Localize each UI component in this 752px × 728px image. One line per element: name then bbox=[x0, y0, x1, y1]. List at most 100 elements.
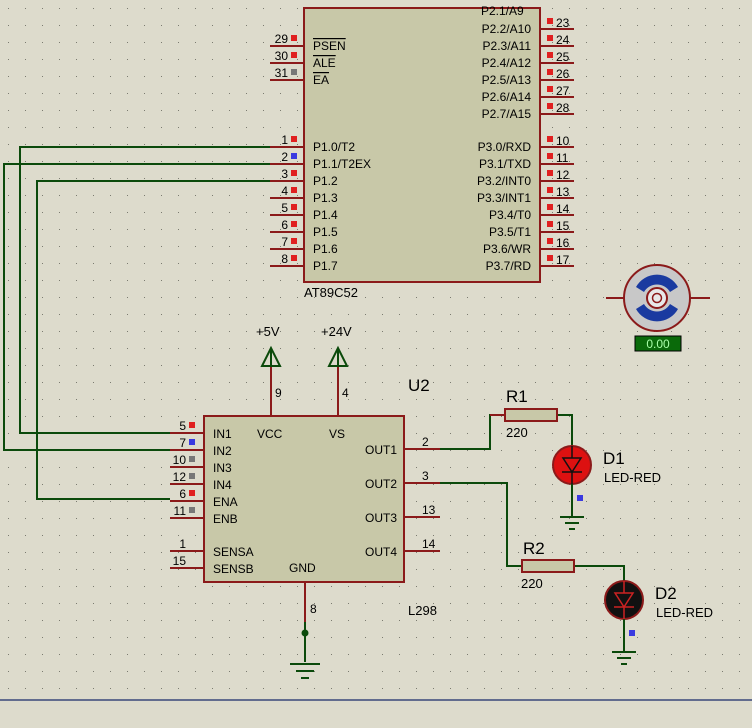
pin-number: 11 bbox=[174, 504, 187, 518]
power-terminal-24v[interactable]: +24V bbox=[321, 324, 352, 367]
pin-label: P1.2 bbox=[313, 174, 338, 188]
wire-out2-r2[interactable] bbox=[440, 482, 522, 567]
dc-motor[interactable]: 0.00 bbox=[606, 264, 710, 352]
pin-state-marker bbox=[547, 187, 553, 193]
pin-gnd-number: 8 bbox=[310, 602, 317, 616]
pin-label: IN3 bbox=[213, 461, 232, 475]
resistor-body bbox=[521, 559, 575, 573]
pin-state-marker bbox=[189, 507, 195, 513]
pin-number: 6 bbox=[281, 218, 288, 232]
led-ref-label: D2 bbox=[655, 584, 677, 603]
led-type-label: LED-RED bbox=[604, 470, 661, 485]
pin-state-marker bbox=[189, 456, 195, 462]
resistor-r2[interactable]: R2 220 bbox=[521, 539, 575, 591]
wire-p10-in1[interactable] bbox=[19, 146, 270, 434]
led-d2[interactable]: D2 LED-RED bbox=[604, 580, 713, 665]
power-5v-label: +5V bbox=[256, 324, 280, 339]
pin-state-marker bbox=[547, 221, 553, 227]
pin-label: PSEN bbox=[313, 39, 346, 53]
ground-icon bbox=[560, 516, 584, 530]
pin-number: 15 bbox=[556, 219, 570, 233]
pin-number: 14 bbox=[422, 537, 436, 551]
pin-number: 10 bbox=[556, 134, 570, 148]
pin-state-marker bbox=[291, 52, 297, 58]
pin-label: P2.2/A10 bbox=[482, 22, 532, 36]
pin-number: 4 bbox=[281, 184, 288, 198]
pin-label: P1.6 bbox=[313, 242, 338, 256]
pin-label: OUT1 bbox=[365, 443, 397, 457]
wire-r1-d1[interactable] bbox=[557, 414, 573, 447]
resistor-body bbox=[504, 408, 558, 422]
pin-state-marker bbox=[291, 35, 297, 41]
mcu-body bbox=[303, 7, 541, 283]
mcu-pin-26[interactable]: 26 P2.5/A13 bbox=[482, 67, 574, 87]
pin-label: P3.3/INT1 bbox=[477, 191, 531, 205]
pin-label: P2.5/A13 bbox=[482, 73, 532, 87]
power-terminal-5v[interactable]: +5V bbox=[256, 324, 282, 367]
wire-p11-in2[interactable] bbox=[3, 163, 270, 451]
resistor-r1[interactable]: R1 220 bbox=[490, 387, 558, 440]
led-d1[interactable]: D1 LED-RED bbox=[552, 445, 661, 530]
mcu-pin-10[interactable]: 10 P3.0/RXD bbox=[478, 134, 574, 154]
pin-label: P2.7/A15 bbox=[482, 107, 532, 121]
pin-number: 15 bbox=[173, 554, 187, 568]
pin-state-marker bbox=[291, 204, 297, 210]
pin-state-marker bbox=[291, 238, 297, 244]
wire-r2-d2[interactable] bbox=[574, 565, 625, 582]
pin-vcc-number: 9 bbox=[275, 386, 282, 400]
pin-state-marker bbox=[547, 136, 553, 142]
resistor-value-label: 220 bbox=[521, 576, 543, 591]
pin-state-marker bbox=[291, 136, 297, 142]
pin-number: 7 bbox=[179, 436, 186, 450]
pin-label: OUT2 bbox=[365, 477, 397, 491]
pin-number: 26 bbox=[556, 67, 570, 81]
wire-p12-ena[interactable] bbox=[36, 180, 270, 500]
pin-number: 27 bbox=[556, 84, 570, 98]
pin-state-marker bbox=[291, 221, 297, 227]
pin-number: 14 bbox=[556, 202, 570, 216]
pin-label: SENSB bbox=[213, 562, 254, 576]
pin-label: P3.0/RXD bbox=[478, 140, 532, 154]
